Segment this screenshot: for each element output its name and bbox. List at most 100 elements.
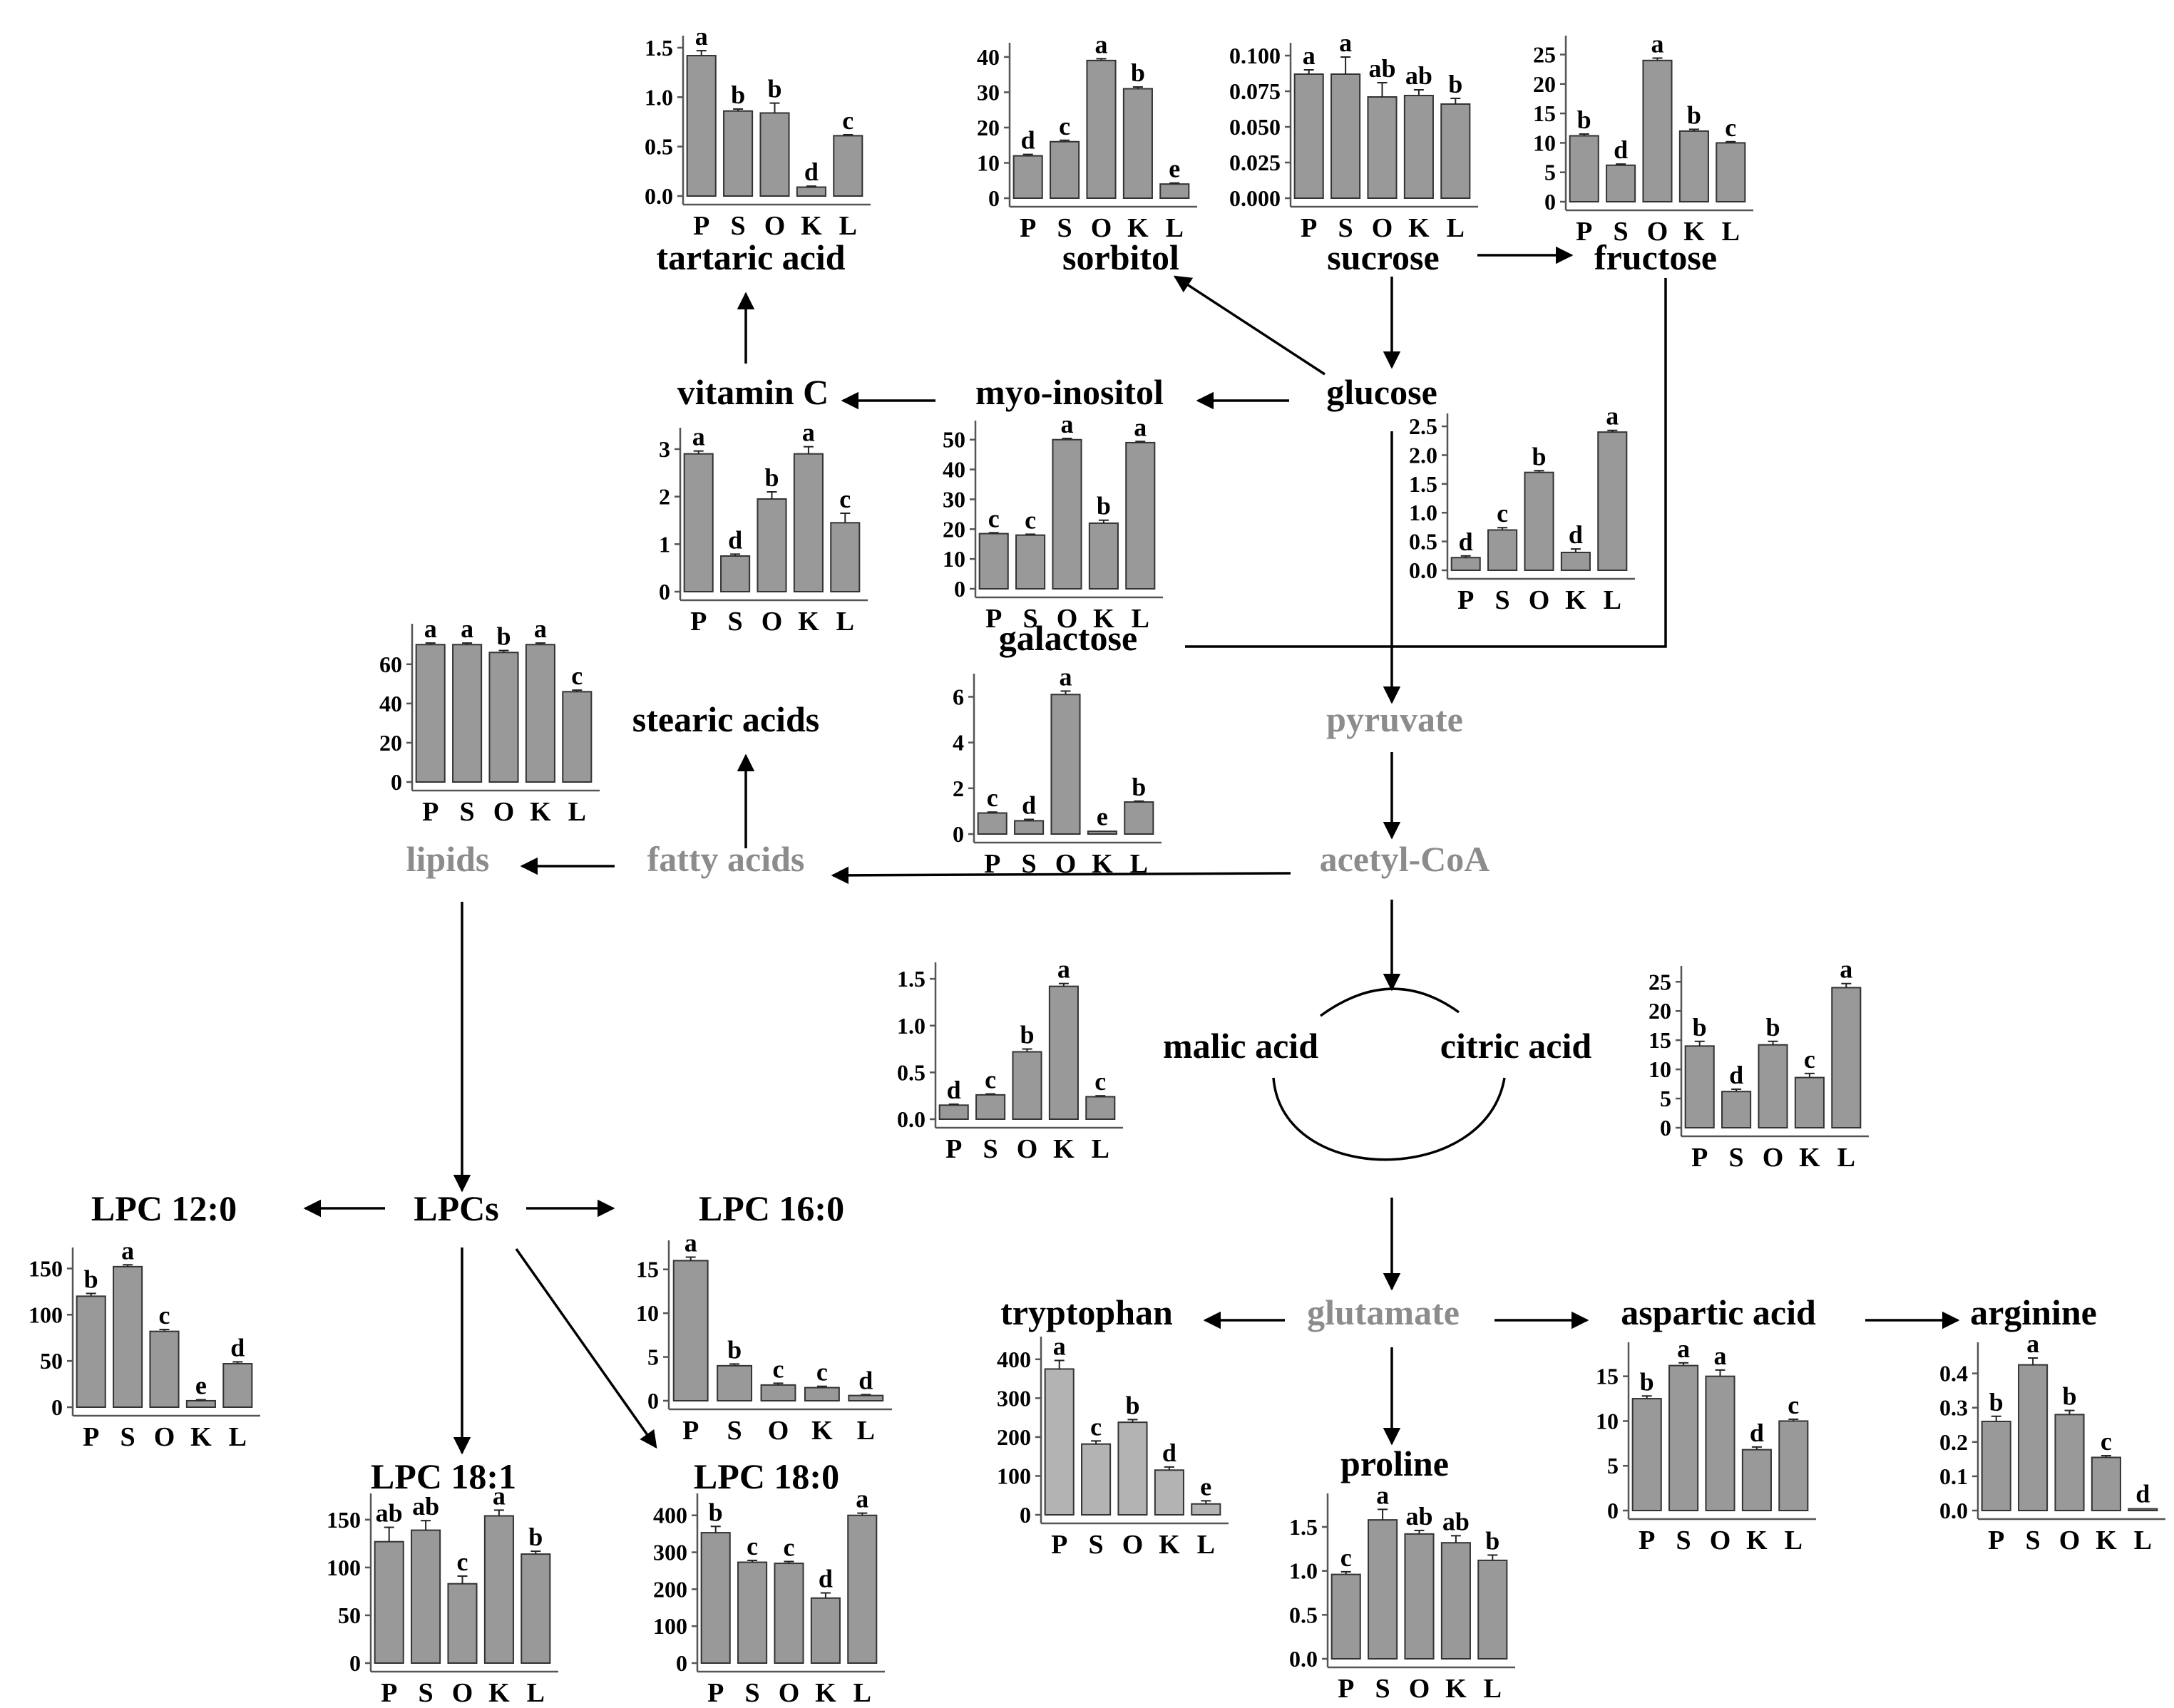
bar — [1052, 438, 1082, 590]
x-tick-label: S — [1089, 1530, 1104, 1560]
y-tick-label: 1.0 — [1289, 1558, 1318, 1584]
label-lpc-16-0: LPC 16:0 — [699, 1188, 844, 1228]
bar — [1678, 130, 1709, 202]
significance-letter: d — [804, 158, 819, 186]
bar — [723, 110, 754, 197]
bar — [1125, 441, 1156, 590]
label-sorbitol: sorbitol — [1062, 237, 1179, 277]
x-tick-label: S — [1676, 1526, 1691, 1555]
significance-letter: c — [1340, 1543, 1352, 1572]
y-tick-label: 100 — [997, 1463, 1031, 1488]
bar — [1048, 985, 1079, 1120]
significance-letter: c — [1804, 1045, 1815, 1074]
significance-letter: d — [1569, 520, 1583, 549]
bar — [1606, 164, 1636, 202]
y-tick-label: 0 — [953, 821, 964, 847]
x-tick-label: L — [1604, 585, 1621, 615]
bar — [1124, 801, 1154, 835]
bar — [1122, 88, 1153, 199]
significance-letter: ab — [1368, 54, 1395, 83]
bar — [683, 453, 714, 593]
y-tick-label: 150 — [29, 1255, 63, 1281]
y-tick-label: 40 — [977, 44, 1000, 70]
y-tick-label: 0.5 — [1289, 1602, 1318, 1627]
x-tick-label: P — [1691, 1143, 1708, 1173]
significance-letter: b — [1765, 1013, 1780, 1041]
bar — [1088, 522, 1119, 590]
significance-letter: a — [121, 1236, 134, 1265]
label-proline: proline — [1340, 1444, 1449, 1483]
y-tick-label: 300 — [653, 1540, 687, 1565]
label-tartaric-acid: tartaric acid — [656, 237, 845, 277]
bar — [760, 1384, 796, 1402]
bar — [1684, 1045, 1715, 1129]
arrow-lpcs-to-lpc-18-0 — [515, 1247, 657, 1449]
y-tick-label: 1.5 — [1289, 1514, 1318, 1540]
x-tick-label: L — [1785, 1526, 1803, 1555]
x-tick-label: P — [1457, 585, 1474, 615]
x-tick-label: S — [419, 1678, 434, 1708]
y-tick-label: 10 — [636, 1300, 659, 1326]
significance-letter: c — [1788, 1391, 1799, 1419]
bar — [1012, 155, 1043, 199]
bar — [1524, 471, 1554, 572]
significance-letter: d — [1022, 791, 1036, 819]
significance-letter: ab — [1442, 1507, 1470, 1535]
y-tick-label: 15 — [1596, 1364, 1619, 1389]
y-tick-label: 0 — [1020, 1502, 1031, 1528]
x-tick-label: L — [836, 607, 854, 637]
y-tick-label: 10 — [977, 150, 1000, 175]
significance-letter: c — [747, 1532, 758, 1560]
significance-letter: c — [784, 1533, 795, 1562]
significance-letter: a — [1095, 30, 1108, 58]
y-tick-label: 0 — [51, 1394, 63, 1420]
y-tick-label: 25 — [1649, 969, 1671, 994]
significance-letter: c — [1059, 112, 1070, 140]
bar — [737, 1561, 768, 1665]
significance-letter: a — [1651, 29, 1664, 58]
significance-letter: b — [1532, 442, 1546, 470]
significance-letter: b — [709, 1498, 723, 1526]
x-tick-label: P — [381, 1678, 397, 1708]
x-tick-label: O — [2059, 1526, 2081, 1555]
x-tick-label: S — [728, 607, 743, 637]
x-tick-label: K — [2096, 1526, 2117, 1555]
bar — [1044, 1368, 1075, 1516]
significance-letter: b — [1687, 101, 1701, 129]
y-tick-label: 10 — [943, 546, 965, 572]
bar — [938, 1104, 969, 1120]
y-tick-label: 5 — [647, 1344, 659, 1370]
y-tick-label: 2 — [659, 484, 670, 510]
y-tick-label: 0 — [659, 579, 670, 605]
connector-fructose-galactose — [1185, 278, 1667, 648]
x-tick-label: O — [762, 607, 783, 637]
significance-letter: a — [1053, 1332, 1066, 1360]
y-tick-label: 30 — [943, 486, 965, 512]
significance-letter: b — [1577, 106, 1591, 134]
x-tick-label: S — [2026, 1526, 2041, 1555]
y-tick-label: 0 — [1544, 189, 1556, 215]
x-tick-label: S — [1614, 217, 1629, 247]
y-tick-label: 0.3 — [1939, 1395, 1968, 1421]
bar — [830, 522, 861, 592]
label-fatty-acids: fatty acids — [647, 839, 805, 879]
significance-letter: a — [802, 418, 815, 447]
x-tick-label: O — [1017, 1134, 1038, 1164]
bar — [1560, 551, 1591, 572]
x-tick-label: P — [1338, 1674, 1354, 1704]
x-tick-label: K — [801, 211, 822, 241]
x-tick-label: K — [1683, 217, 1705, 247]
x-tick-label: P — [707, 1678, 724, 1708]
x-tick-label: P — [1639, 1526, 1655, 1555]
x-tick-label: K — [1053, 1134, 1075, 1164]
bar — [975, 1094, 1006, 1120]
significance-letter: d — [819, 1565, 833, 1593]
y-tick-label: 200 — [997, 1424, 1031, 1450]
x-tick-label: L — [1447, 213, 1465, 243]
x-tick-label: O — [1763, 1143, 1784, 1173]
y-tick-label: 0.0 — [1289, 1646, 1318, 1672]
